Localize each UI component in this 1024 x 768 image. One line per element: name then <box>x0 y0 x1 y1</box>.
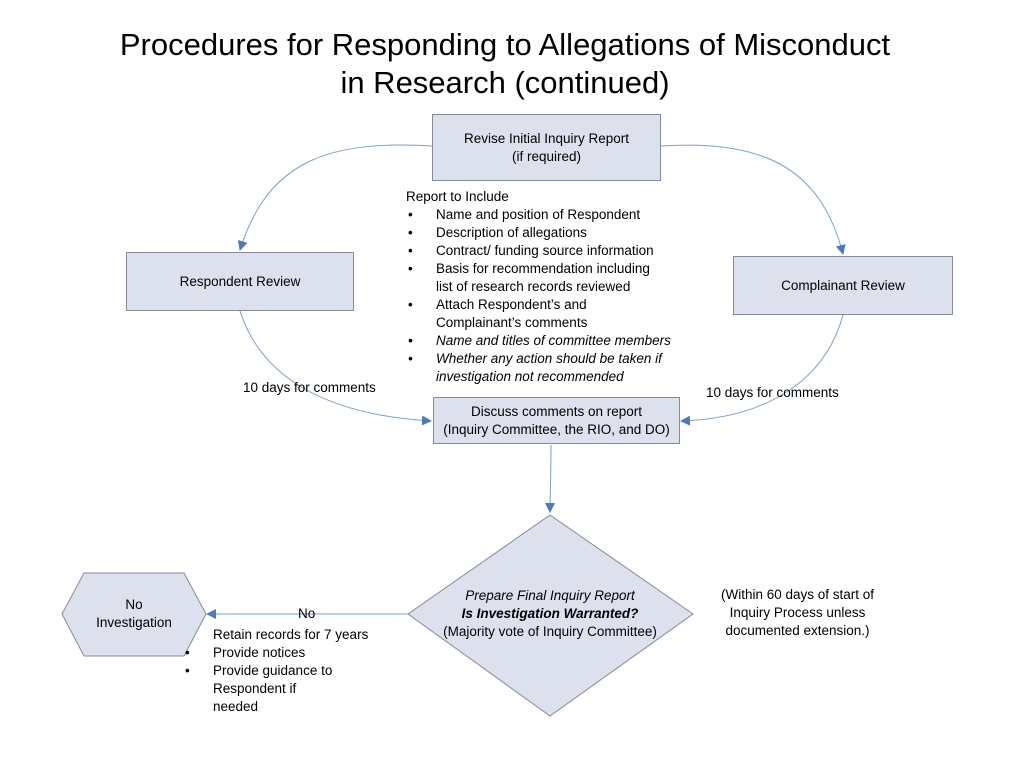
complainant-review-box: Complainant Review <box>733 256 953 315</box>
connector-discuss-to-decision <box>545 444 556 513</box>
no-actions-heading: Retain records for 7 years <box>213 627 369 642</box>
report-include-item: Attach Respondent’s and Complainant’s co… <box>406 296 596 332</box>
no-actions-item: Provide notices <box>183 644 383 662</box>
title-line-2: in Research (continued) <box>340 65 670 100</box>
no-investigation-hexagon <box>61 572 207 657</box>
complainant-review-label: Complainant Review <box>781 277 905 293</box>
report-include-block: Report to Include Name and position of R… <box>406 188 681 386</box>
no-actions-item: Provide guidance to Respondent if needed <box>183 662 343 716</box>
decision-text: Prepare Final Inquiry Report Is Investig… <box>430 587 670 641</box>
no-actions-block: Retain records for 7 years Provide notic… <box>183 626 383 716</box>
decision-line-3: (Majority vote of Inquiry Committee) <box>443 624 657 639</box>
connector-revise-to-respondent <box>237 144 433 251</box>
connector-respondent-to-discuss <box>239 310 432 426</box>
respondent-review-label: Respondent Review <box>179 273 301 289</box>
no-actions-list: Provide notices Provide guidance to Resp… <box>183 644 383 716</box>
title-line-1: Procedures for Responding to Allegations… <box>119 27 891 62</box>
decision-line-2: Is Investigation Warranted? <box>461 606 639 621</box>
no-branch-label: No <box>298 606 316 621</box>
within-60-days-note: (Within 60 days of start of Inquiry Proc… <box>705 586 890 640</box>
decision-line-1: Prepare Final Inquiry Report <box>465 588 635 603</box>
revise-report-line-1: Revise Initial Inquiry Report <box>463 130 630 146</box>
left-comment-label: 10 days for comments <box>243 380 376 395</box>
discuss-comments-line-1: Discuss comments on report <box>470 403 643 419</box>
revise-report-line-2: (if required) <box>511 148 582 164</box>
no-investigation-line-2: Investigation <box>96 615 172 630</box>
slide-title: Procedures for Responding to Allegations… <box>0 26 1010 102</box>
within-note-line-3: documented extension.) <box>725 623 870 638</box>
within-note-line-2: Inquiry Process unless <box>729 605 866 620</box>
report-include-item: Basis for recommendation including list … <box>406 260 651 296</box>
report-include-item: Contract/ funding source information <box>406 242 681 260</box>
respondent-review-box: Respondent Review <box>126 252 354 311</box>
report-include-item: Name and position of Respondent <box>406 206 681 224</box>
right-comment-label: 10 days for comments <box>706 385 839 400</box>
decision-diamond <box>407 514 694 717</box>
revise-report-box: Revise Initial Inquiry Report (if requir… <box>432 114 661 181</box>
report-include-item: Whether any action should be taken if in… <box>406 350 666 386</box>
report-include-heading: Report to Include <box>406 189 509 204</box>
discuss-comments-box: Discuss comments on report (Inquiry Comm… <box>433 397 680 444</box>
report-include-item: Description of allegations <box>406 224 681 242</box>
no-investigation-text: No Investigation <box>74 596 194 632</box>
connector-revise-to-complainant <box>660 144 846 255</box>
report-include-item: Name and titles of committee members <box>406 332 681 350</box>
report-include-list: Name and position of Respondent Descript… <box>406 206 681 386</box>
no-investigation-line-1: No <box>125 597 143 612</box>
discuss-comments-line-2: (Inquiry Committee, the RIO, and DO) <box>443 421 670 437</box>
within-note-line-1: (Within 60 days of start of <box>720 587 875 602</box>
connector-complainant-to-discuss <box>680 314 844 426</box>
